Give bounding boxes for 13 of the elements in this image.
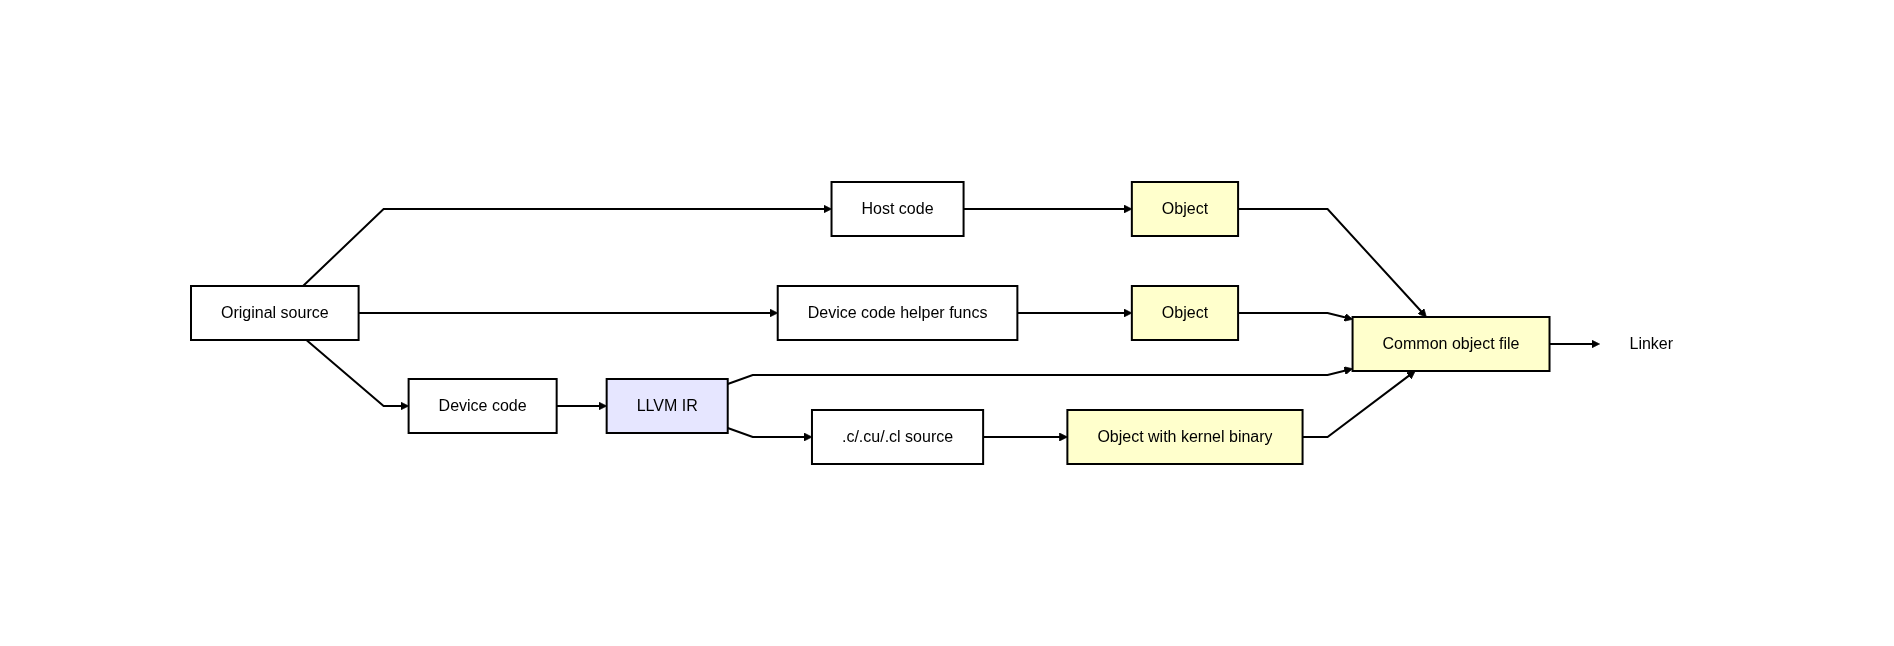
node-box: Object with kernel binary <box>1066 409 1304 465</box>
arrow <box>302 204 832 287</box>
node-box: Device code <box>407 378 558 434</box>
node-box: Device code helper funcs <box>776 285 1019 341</box>
node-box: Object <box>1130 181 1240 237</box>
node-box: .c/.cu/.cl source <box>810 409 985 465</box>
node-box: Original source <box>189 285 360 341</box>
node-box: Object <box>1130 285 1240 341</box>
node-box: Common object file <box>1351 316 1551 372</box>
node-text: Linker <box>1629 335 1674 352</box>
node-box: LLVM IR <box>605 378 729 434</box>
node-box: Host code <box>830 181 965 237</box>
arrow <box>305 339 409 411</box>
